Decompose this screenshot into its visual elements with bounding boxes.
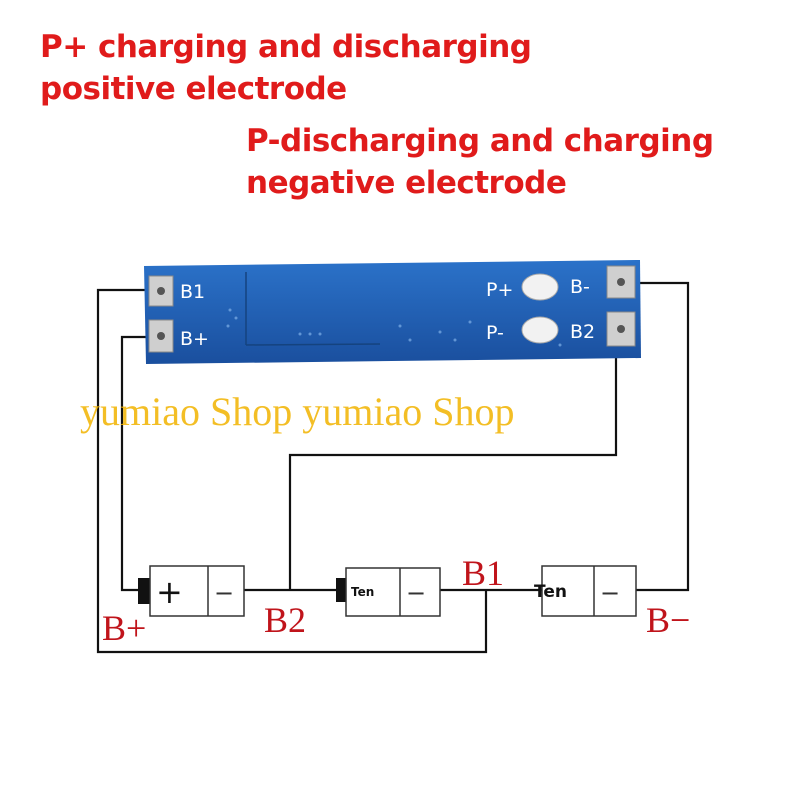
negative-electrode-title: P-discharging and charging negative elec… xyxy=(246,120,714,204)
cell1-plus-mark: + xyxy=(156,573,183,611)
board-label-pminus: P- xyxy=(486,322,504,344)
board-label-bplus: B+ xyxy=(180,328,209,350)
battery-cell-3: Ten − xyxy=(534,565,637,617)
battery-cell-1: + − xyxy=(138,565,245,617)
protection-board: B1 B+ P+ P- B- B2 xyxy=(144,260,641,364)
node-label-b2: B2 xyxy=(264,600,306,640)
board-label-b1: B1 xyxy=(180,281,205,303)
wire-b2 xyxy=(288,335,621,590)
positive-title-line1: P+ charging and discharging xyxy=(40,29,532,65)
positive-title-line2: positive electrode xyxy=(40,71,347,107)
board-body xyxy=(144,260,641,364)
wire-bplus xyxy=(120,335,150,592)
board-label-bminus: B- xyxy=(570,276,590,298)
cell2-minus-mark: − xyxy=(406,579,426,607)
wires xyxy=(96,281,690,654)
node-label-b1: B1 xyxy=(462,553,504,593)
cell1-minus-mark: − xyxy=(214,579,234,607)
cell3-label: Ten xyxy=(534,582,567,602)
negative-title-line1: P-discharging and charging xyxy=(246,123,714,159)
board-label-pplus: P+ xyxy=(486,279,513,301)
wire-b1 xyxy=(96,288,488,654)
positive-electrode-title: P+ charging and discharging positive ele… xyxy=(40,26,532,110)
cell3-minus-mark: − xyxy=(600,579,620,607)
pad-pminus xyxy=(521,316,559,344)
pad-bminus xyxy=(606,265,636,299)
board-label-b2: B2 xyxy=(570,321,595,343)
wire-bminus xyxy=(621,281,690,592)
battery-cell-2: Ten − xyxy=(336,567,441,617)
node-label-bminus: B− xyxy=(646,600,690,640)
pad-pplus xyxy=(521,273,559,301)
cell2-label: Ten xyxy=(351,585,374,599)
shop-watermark: yumiao Shop yumiao Shop xyxy=(80,389,515,434)
node-label-bplus: B+ xyxy=(102,608,146,648)
negative-title-line2: negative electrode xyxy=(246,165,567,201)
